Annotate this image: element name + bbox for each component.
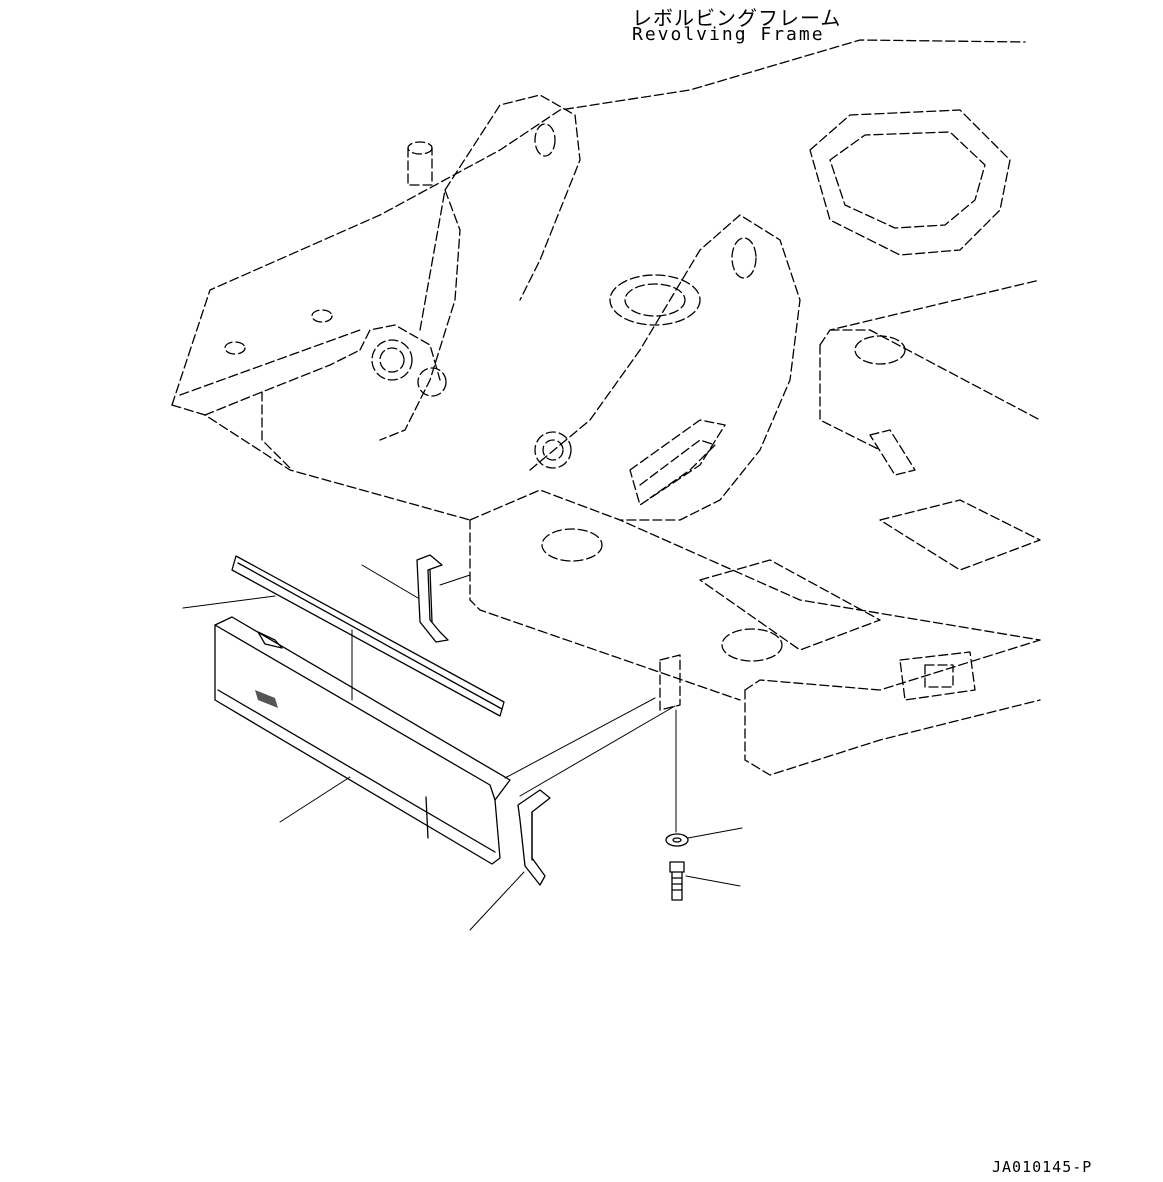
title-english: Revolving Frame bbox=[632, 24, 825, 45]
bracket-lower bbox=[517, 789, 551, 886]
bolt bbox=[669, 861, 685, 901]
revolving-frame bbox=[171, 39, 1041, 776]
leader-lines bbox=[182, 564, 743, 931]
drawing-number: JA010145-P bbox=[992, 1158, 1093, 1176]
under-cover bbox=[214, 616, 511, 865]
washer bbox=[665, 833, 689, 847]
title-japanese: レボルビングフレーム bbox=[632, 6, 842, 30]
bracket-upper bbox=[416, 554, 449, 643]
seal-strip bbox=[231, 555, 505, 717]
